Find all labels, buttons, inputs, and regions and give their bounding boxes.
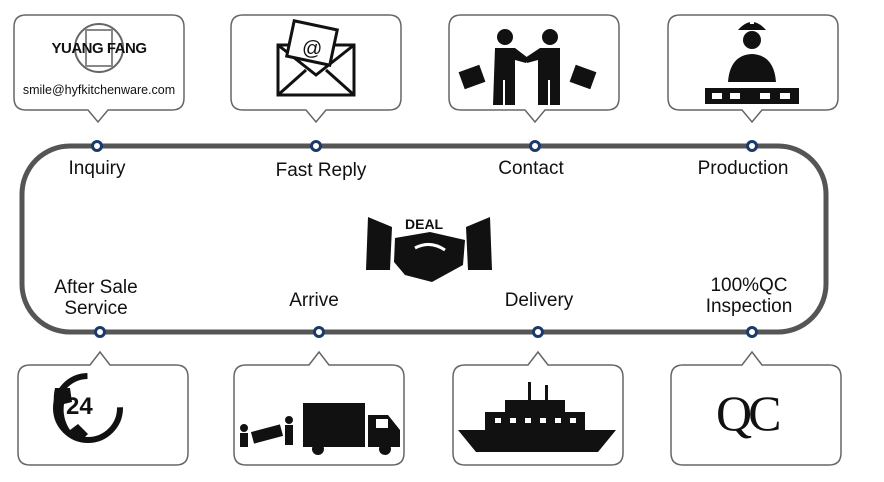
step-label-after-sale: After Sale Service — [54, 277, 138, 319]
logo-icon — [74, 23, 124, 73]
bubble-after-sale — [17, 350, 189, 466]
svg-text:@: @ — [302, 38, 322, 60]
step-dot-contact — [529, 140, 541, 152]
truck-unloading-icon — [240, 403, 400, 455]
deal-badge: DEAL — [405, 216, 444, 232]
worker-icon — [705, 18, 799, 104]
step-dot-qc — [746, 326, 758, 338]
step-dot-delivery — [532, 326, 544, 338]
step-dot-production — [746, 140, 758, 152]
phone-24-icon — [53, 373, 123, 443]
ship-icon — [458, 382, 616, 452]
step-label-inquiry: Inquiry — [68, 158, 126, 179]
step-label-arrive: Arrive — [289, 290, 339, 311]
step-dot-after-sale — [94, 326, 106, 338]
qc-badge: QC — [716, 385, 781, 441]
business-handshake-icon — [458, 29, 597, 105]
step-label-contact: Contact — [498, 158, 564, 179]
deal-handshake-icon — [366, 217, 492, 282]
step-dot-fast-reply — [310, 140, 322, 152]
step-label-production: Production — [697, 158, 789, 179]
step-label-delivery: Delivery — [504, 290, 574, 311]
step-label-fast-reply: Fast Reply — [275, 160, 367, 181]
bubble-contact — [448, 14, 620, 124]
step-dot-inquiry — [91, 140, 103, 152]
brand-logo-text: YUANG FANG — [51, 40, 147, 57]
step-dot-arrive — [313, 326, 325, 338]
step-label-qc: 100%QC Inspection — [705, 275, 793, 317]
process-track — [19, 143, 829, 335]
bubble-inquiry — [13, 14, 185, 124]
email-envelope-icon: @ — [276, 19, 356, 97]
phone-24-badge: 24 — [66, 393, 93, 420]
bubble-qc — [670, 350, 842, 466]
bubble-fast-reply — [230, 14, 402, 124]
contact-email[interactable]: smile@hyfkitchenware.com — [22, 83, 176, 97]
